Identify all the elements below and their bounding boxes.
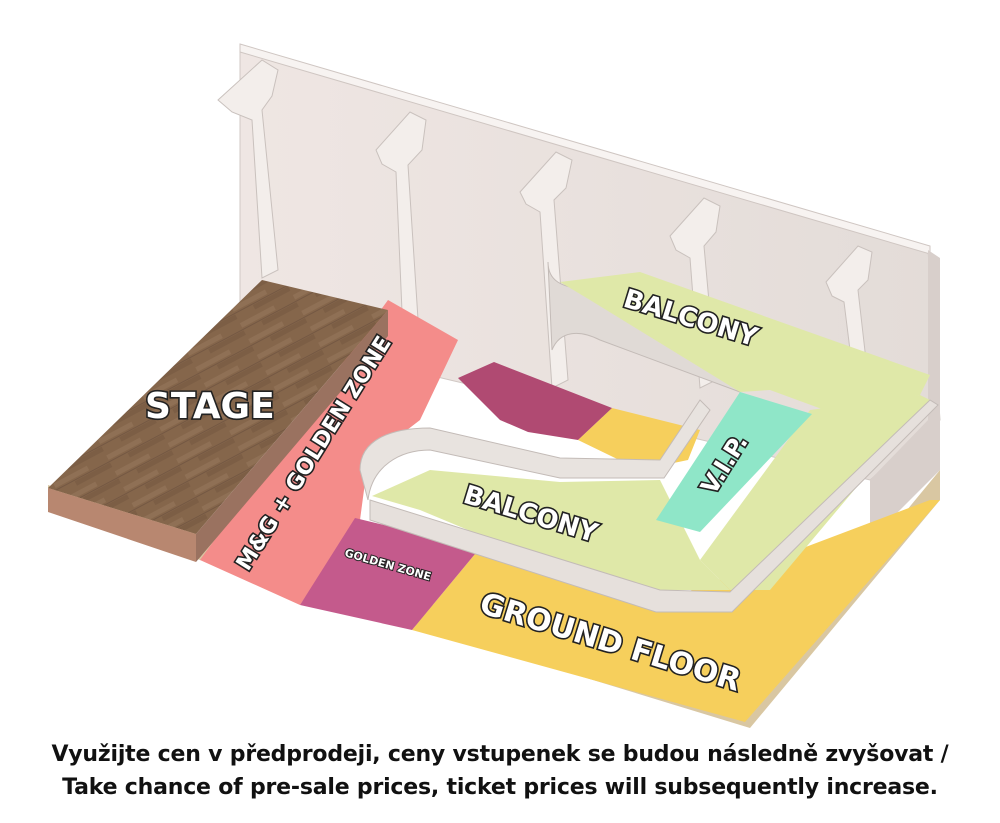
- balcony-lower-front: [359, 399, 711, 501]
- stage-side: [196, 310, 388, 562]
- stage-front: [48, 488, 196, 562]
- golden-zone-upper: [458, 362, 612, 440]
- vip-zone: [656, 392, 812, 532]
- golden-zone: [300, 518, 480, 630]
- balcony-edge: [369, 399, 939, 613]
- stage-label: STAGE: [145, 386, 275, 427]
- stage-top: [48, 280, 388, 534]
- mg-golden-zone: [200, 300, 458, 605]
- balcony-side-zone: [700, 395, 930, 590]
- balcony-upper-zone: [560, 272, 930, 412]
- balcony-lower-zone: [372, 470, 730, 590]
- caption-line-czech: Využijte cen v předprodeji, ceny vstupen…: [51, 742, 949, 767]
- caption-line-english: Take chance of pre-sale prices, ticket p…: [62, 775, 938, 800]
- right-wall: [870, 250, 940, 540]
- venue-map-svg: STAGE M&G + GOLDEN ZONE GOLDEN ZONE GROU…: [48, 43, 941, 728]
